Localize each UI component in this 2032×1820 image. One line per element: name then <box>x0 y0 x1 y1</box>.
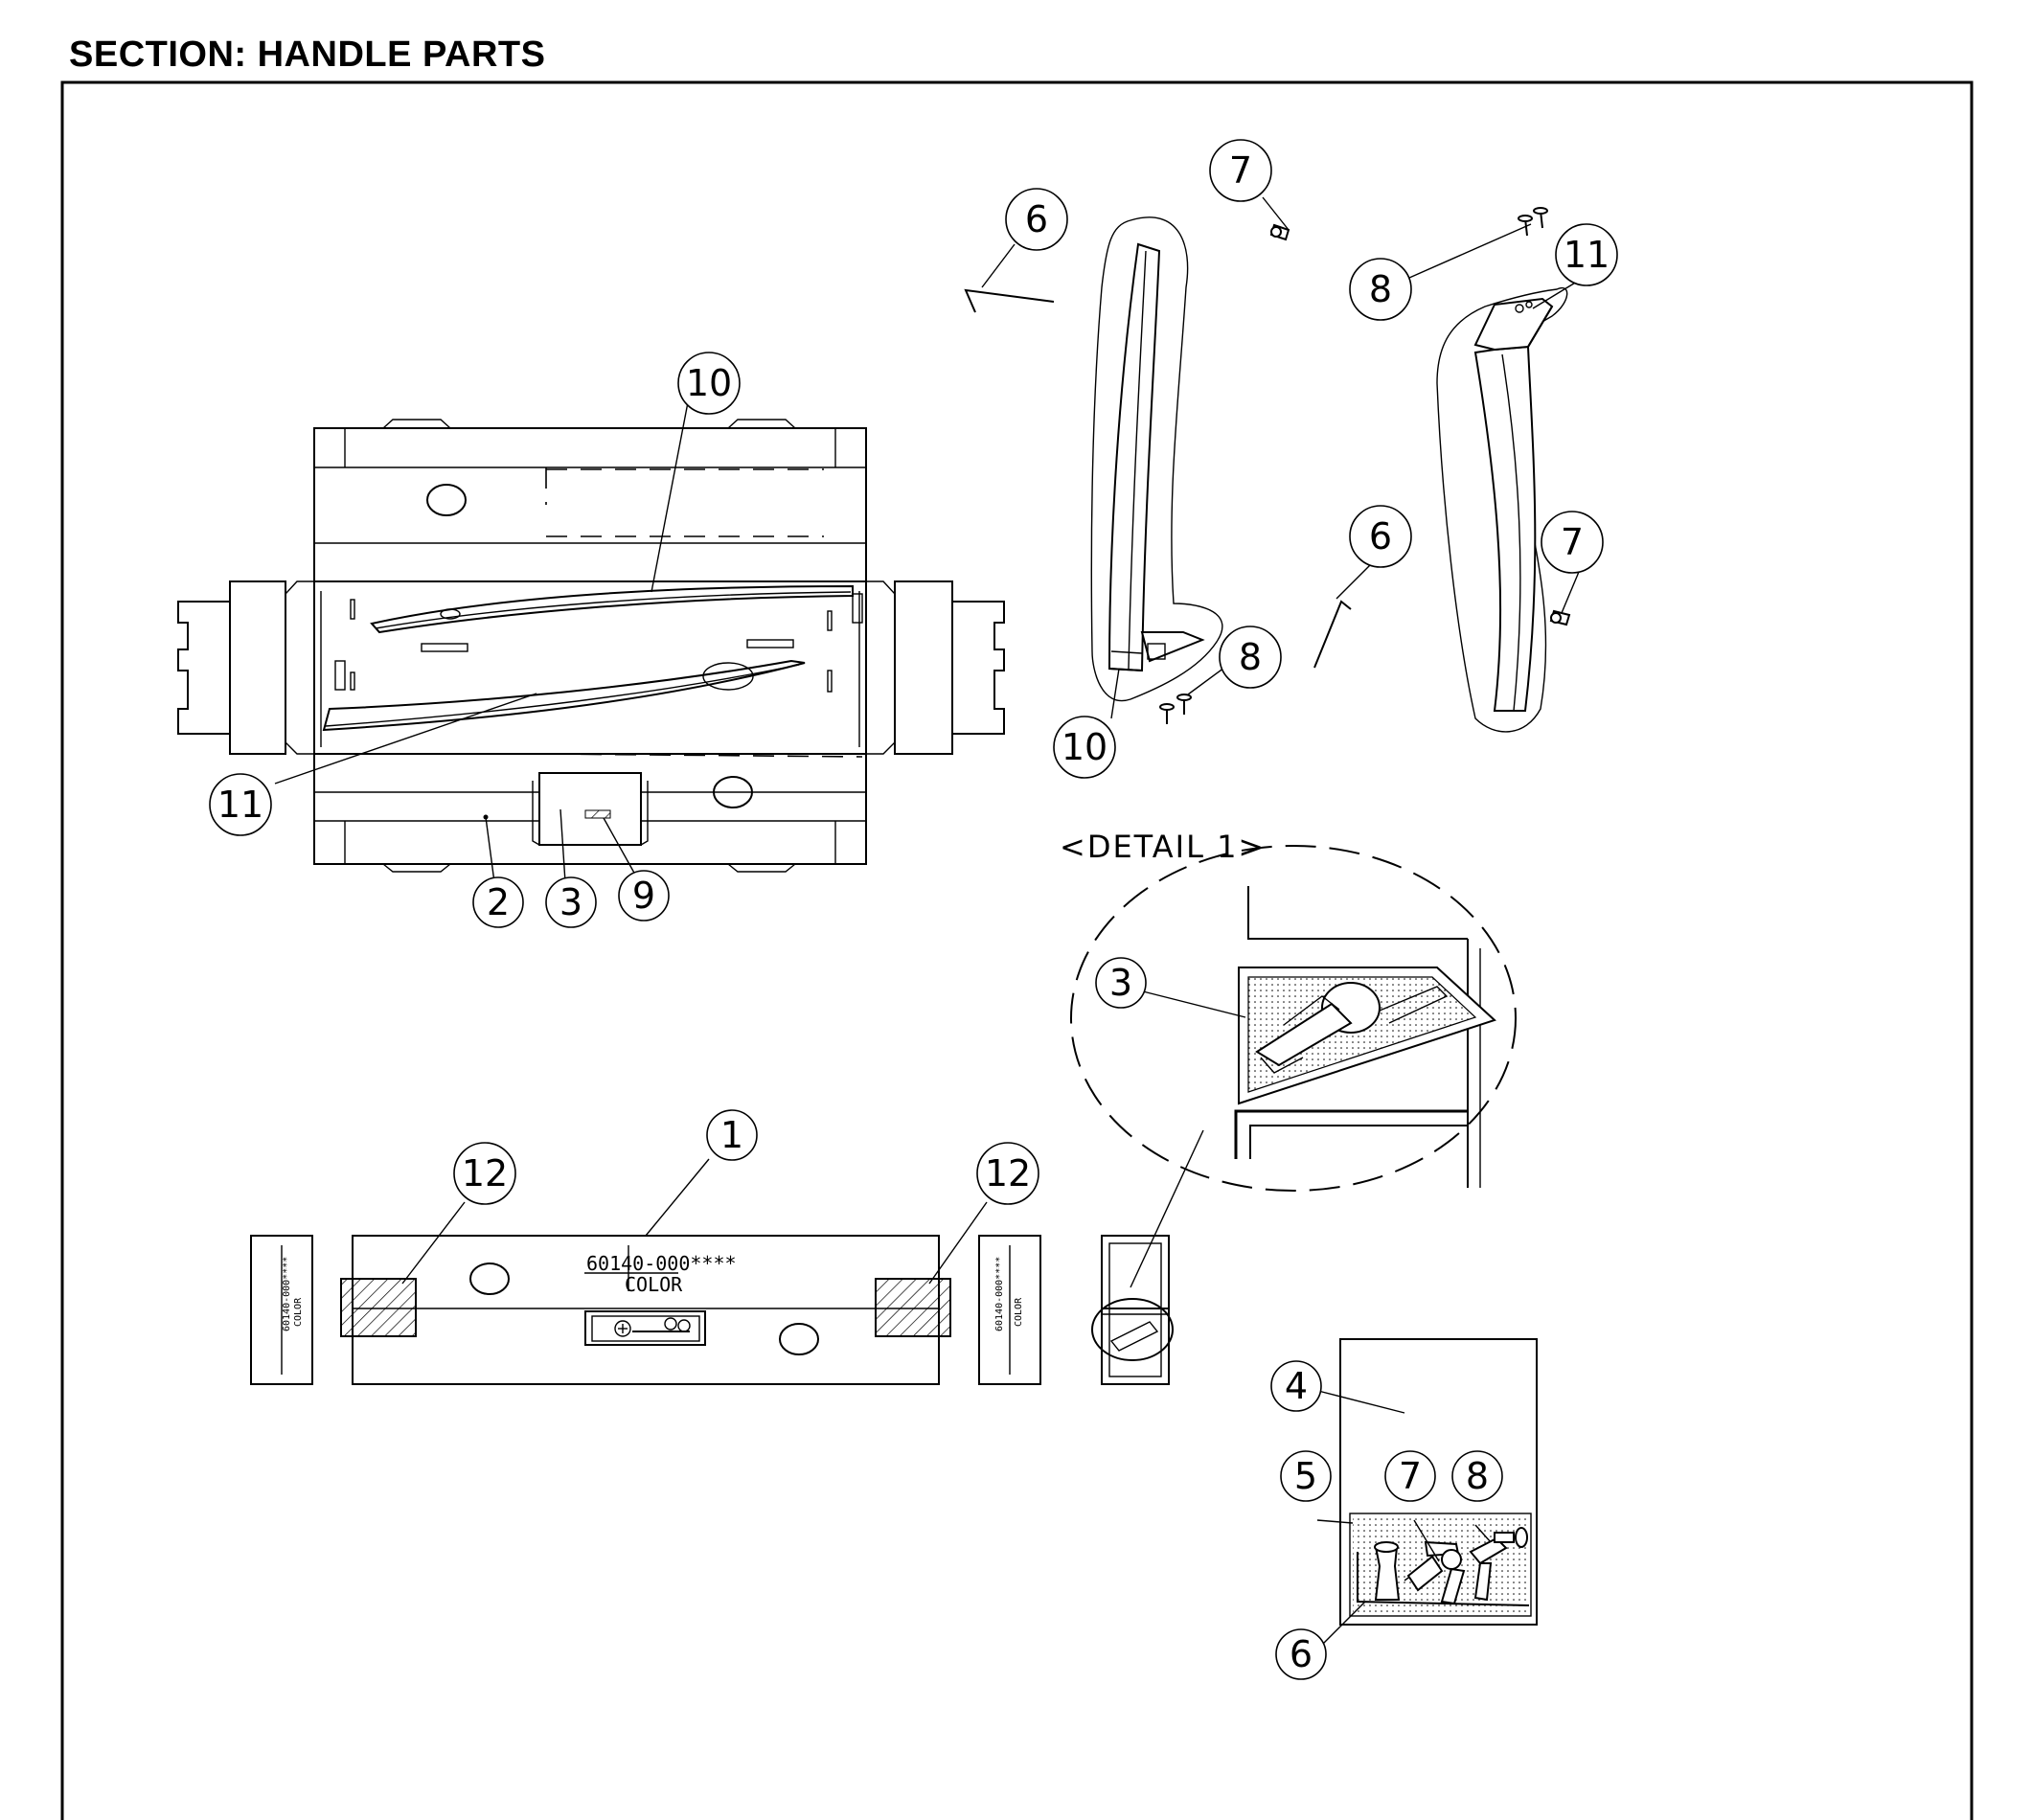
svg-text:6: 6 <box>1369 515 1392 557</box>
svg-text:10: 10 <box>686 362 732 404</box>
svg-text:6: 6 <box>1025 198 1048 240</box>
detail-1-view <box>1070 845 1517 1192</box>
svg-text:7: 7 <box>1229 149 1252 192</box>
svg-text:COLOR: COLOR <box>293 1297 304 1327</box>
detail-leader <box>1130 1129 1204 1288</box>
callout-6-c: 6 <box>1275 1628 1327 1680</box>
allen-wrench-6-top <box>964 288 1055 313</box>
callout-1: 1 <box>706 1109 758 1161</box>
callout-11-a: 11 <box>1555 223 1618 286</box>
svg-text:7: 7 <box>1561 521 1584 563</box>
svg-text:11: 11 <box>217 784 263 826</box>
svg-text:12: 12 <box>462 1152 508 1194</box>
callout-7-c: 7 <box>1384 1450 1436 1502</box>
callout-5: 5 <box>1280 1450 1332 1502</box>
callout-11-b: 11 <box>209 773 272 836</box>
corner-pad-12-left <box>340 1278 417 1337</box>
carton-side-view <box>1091 1235 1174 1385</box>
callout-7-b: 7 <box>1541 511 1604 574</box>
svg-text:5: 5 <box>1294 1455 1317 1497</box>
screw-7-top <box>1269 223 1290 241</box>
svg-text:10: 10 <box>1062 726 1107 768</box>
svg-text:2: 2 <box>487 881 510 923</box>
svg-text:11: 11 <box>1564 234 1610 276</box>
callout-8-a: 8 <box>1349 258 1412 321</box>
svg-text:3: 3 <box>1109 962 1132 1004</box>
carton-front-view: 60140-000**** COLOR <box>340 1235 951 1385</box>
svg-text:3: 3 <box>559 881 582 923</box>
svg-text:60140-000****: 60140-000**** <box>994 1257 1005 1331</box>
callout-6-a: 6 <box>1005 188 1068 251</box>
corner-pad-12-right <box>875 1278 951 1337</box>
callout-8-b: 8 <box>1219 626 1282 689</box>
svg-text:60140-000****: 60140-000**** <box>282 1257 292 1331</box>
box-color-label: COLOR <box>625 1273 683 1296</box>
allen-wrench-6-mid <box>1313 600 1352 669</box>
drawing-frame <box>60 80 1974 1820</box>
svg-text:7: 7 <box>1399 1455 1422 1497</box>
svg-text:8: 8 <box>1466 1455 1489 1497</box>
callout-9: 9 <box>618 870 670 921</box>
callout-7-a: 7 <box>1209 139 1272 202</box>
svg-text:1: 1 <box>720 1114 743 1156</box>
callout-12-b: 12 <box>976 1142 1039 1205</box>
screws-8-bottom <box>1159 694 1192 724</box>
end-panel-right: 60140-000**** COLOR <box>978 1235 1041 1385</box>
callout-10-b: 10 <box>1053 716 1116 779</box>
svg-text:8: 8 <box>1239 636 1262 678</box>
callout-6-b: 6 <box>1349 505 1412 568</box>
callout-8-c: 8 <box>1451 1450 1503 1502</box>
detail-1-label: <DETAIL 1> <box>1060 829 1266 865</box>
handle-10-view <box>1090 216 1223 702</box>
end-panel-left: 60140-000**** COLOR <box>250 1235 313 1385</box>
screws-8-top <box>1518 207 1548 237</box>
callout-3-a: 3 <box>545 876 597 928</box>
page-title: SECTION: HANDLE PARTS <box>69 34 546 75</box>
svg-text:4: 4 <box>1285 1365 1308 1407</box>
svg-text:COLOR: COLOR <box>1014 1297 1024 1327</box>
accessory-bag-4 <box>1339 1338 1538 1626</box>
svg-text:9: 9 <box>632 875 655 917</box>
callout-4: 4 <box>1270 1360 1322 1412</box>
screw-7-right <box>1549 609 1571 626</box>
carton-unfolded-view <box>177 419 1005 873</box>
svg-text:6: 6 <box>1290 1633 1313 1675</box>
leader-lines <box>274 196 1580 1646</box>
callout-12-a: 12 <box>453 1142 516 1205</box>
handle-11-view <box>1436 286 1568 733</box>
callout-10-a: 10 <box>677 352 741 415</box>
callout-3-b: 3 <box>1095 957 1147 1009</box>
box-part-number: 60140-000**** <box>586 1252 737 1275</box>
callout-2: 2 <box>472 876 524 928</box>
svg-text:12: 12 <box>985 1152 1031 1194</box>
svg-text:8: 8 <box>1369 268 1392 310</box>
